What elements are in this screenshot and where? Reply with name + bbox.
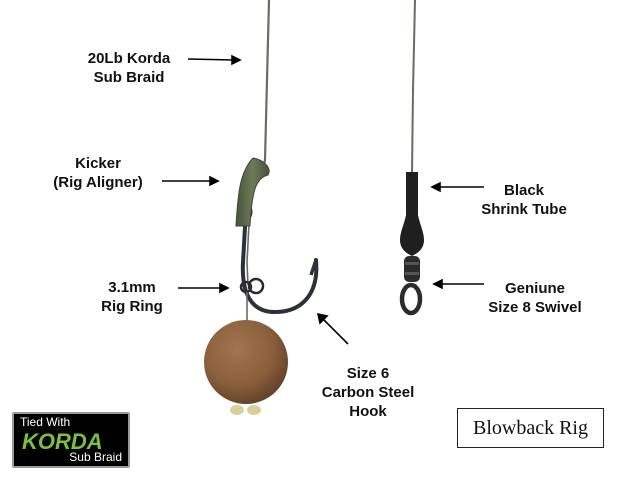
label-arrows bbox=[162, 54, 484, 345]
swivel bbox=[399, 256, 423, 316]
korda-badge: Tied With KORDA Sub Braid bbox=[12, 412, 130, 468]
label-shrink-tube: Black Shrink Tube bbox=[481, 182, 567, 218]
arrow-braid bbox=[187, 58, 235, 61]
hook bbox=[239, 203, 319, 315]
shrink-tube bbox=[400, 172, 424, 256]
label-hook: Size 6 Carbon Steel Hook bbox=[321, 365, 415, 420]
korda-logo-text: KORDA bbox=[22, 429, 103, 454]
label-swivel: Geniune Size 8 Swivel bbox=[488, 280, 582, 316]
label-braid: 20Lb Korda Sub Braid bbox=[87, 50, 171, 86]
kicker-sleeve bbox=[235, 157, 270, 227]
label-kicker: Kicker (Rig Aligner) bbox=[53, 155, 143, 191]
hair-stop bbox=[230, 405, 261, 415]
badge-tied-with: Tied With bbox=[20, 415, 71, 429]
badge-sub-braid: Sub Braid bbox=[69, 450, 122, 464]
arrow-hook bbox=[321, 317, 349, 345]
rig-ring bbox=[239, 277, 265, 295]
korda-logo: KORDA bbox=[22, 429, 103, 454]
label-rig-ring: 3.1mm Rig Ring bbox=[101, 279, 163, 315]
diagram-title: Blowback Rig bbox=[457, 408, 604, 448]
mainline-braid bbox=[411, 0, 416, 175]
hooklink-braid bbox=[260, 0, 271, 173]
boilie bbox=[204, 320, 288, 404]
